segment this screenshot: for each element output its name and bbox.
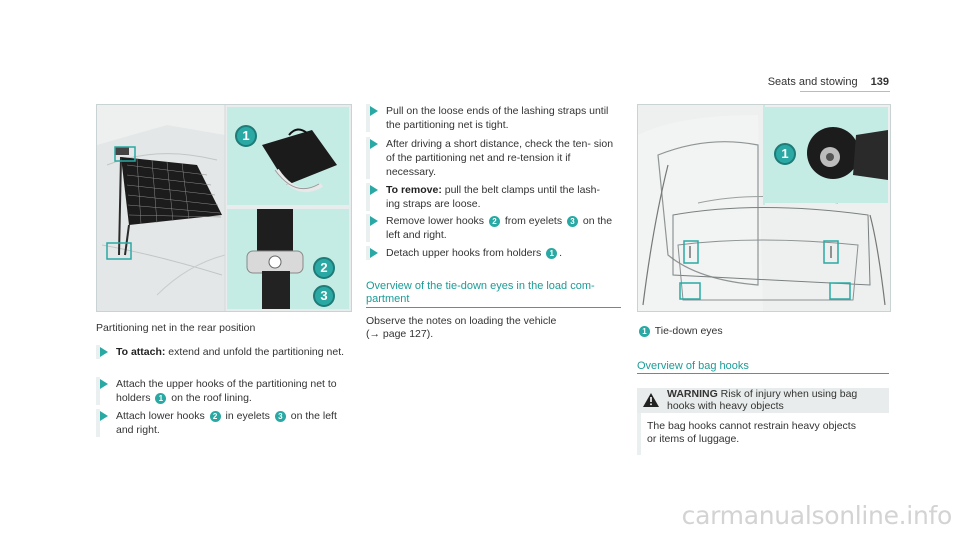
badge-2: 2: [209, 410, 221, 422]
step-attach: To attach: extend and unfold the partiti…: [96, 345, 346, 359]
section-rule: [637, 373, 889, 374]
section-title-tiedown: Overview of the tie-down eyes in the loa…: [366, 280, 595, 305]
warning-body: The bag hooks cannot restrain heavy obje…: [637, 413, 889, 455]
section-title-bag-hooks: Overview of bag hooks: [637, 360, 749, 372]
section-name: Seats and stowing: [767, 76, 858, 88]
step-detach-upper-hooks: Detach upper hooks from holders 1.: [366, 246, 616, 260]
step-arrow-icon: [100, 379, 108, 389]
callout-1: 1: [774, 143, 796, 165]
step-remove: To remove: pull the belt clamps until th…: [366, 183, 616, 211]
step-arrow-icon: [370, 139, 378, 149]
step-arrow-icon: [370, 248, 378, 258]
step-arrow-icon: [100, 347, 108, 357]
badge-1: 1: [639, 325, 650, 337]
badge-3: 3: [567, 215, 578, 227]
watermark: carmanualsonline.info: [681, 501, 953, 530]
warning-label: WARNING: [667, 388, 718, 400]
step-attach-upper-hooks: Attach the upper hooks of the partitioni…: [96, 377, 346, 405]
step-pull-straps: Pull on the loose ends of the lashing st…: [366, 104, 616, 132]
badge-1: 1: [546, 247, 558, 259]
callout-3: 3: [313, 285, 335, 307]
warning-box: WARNING Risk of injury when using bag ho…: [637, 388, 889, 413]
step-arrow-icon: [370, 216, 378, 226]
figure-caption: Partitioning net in the rear position: [96, 322, 256, 334]
net-illustration: [97, 105, 349, 311]
figure-partitioning-net: 1 2 3: [96, 104, 352, 312]
step-arrow-icon: [370, 106, 378, 116]
figure-load-compartment: 1: [637, 104, 891, 312]
step-check-tension: After driving a short distance, check th…: [366, 137, 616, 179]
callout-1: 1: [235, 125, 257, 147]
load-compartment-illustration: [638, 105, 888, 311]
badge-1: 1: [155, 392, 167, 404]
header-divider: [800, 91, 890, 92]
page-header: Seats and stowing 139: [768, 76, 889, 88]
warning-text-2: hooks with heavy objects: [667, 400, 784, 412]
step-remove-lower-hooks: Remove lower hooks 2 from eyelets 3 on t…: [366, 214, 616, 242]
callout-2: 2: [313, 257, 335, 279]
step-arrow-icon: [370, 185, 378, 195]
page-number: 139: [870, 76, 889, 88]
step-arrow-icon: [100, 411, 108, 421]
step-attach-lower-hooks: Attach lower hooks 2 in eyelets 3 on the…: [96, 409, 346, 437]
badge-2: 2: [488, 215, 500, 227]
warning-icon: [643, 393, 659, 412]
section-rule: [366, 307, 621, 308]
warning-text-1: Risk of injury when using bag: [720, 388, 858, 400]
tiedown-body: Observe the notes on loading the vehicle…: [366, 315, 557, 340]
figure2-legend: 1 Tie-down eyes: [637, 325, 723, 337]
badge-3: 3: [274, 410, 286, 422]
